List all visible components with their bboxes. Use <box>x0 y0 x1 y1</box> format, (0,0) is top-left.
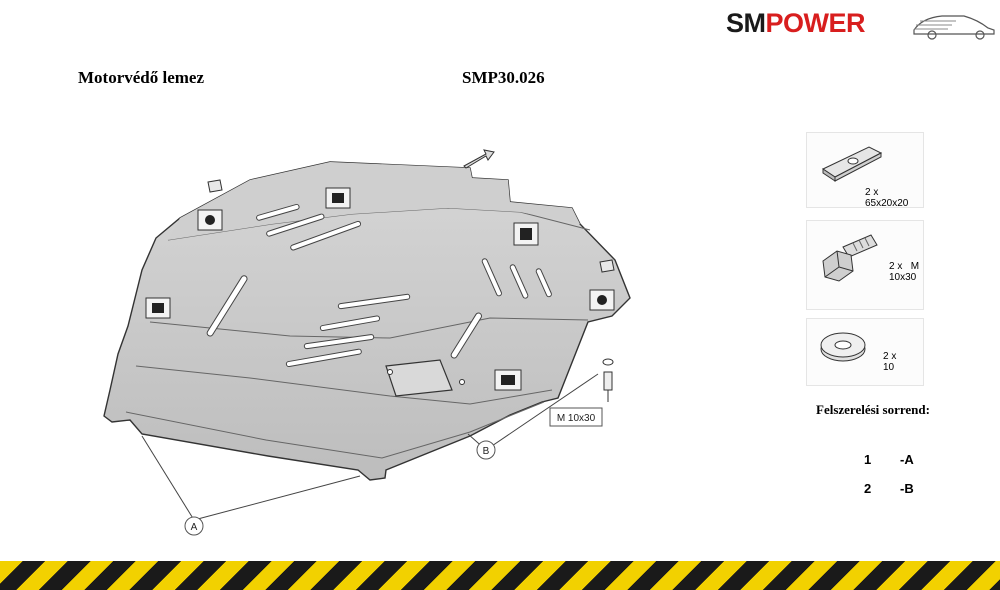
point-b-marker: B <box>476 440 496 460</box>
step-2-number: 2 <box>864 481 872 496</box>
skid-plate-diagram: M 10x30 A B <box>103 149 631 536</box>
step-1-number: 1 <box>864 452 872 467</box>
product-code: SMP30.026 <box>462 68 545 87</box>
brand-name: SMPOWER <box>726 6 866 40</box>
part-plate-nut: 2 x 65x20x20 <box>806 132 924 209</box>
point-a-marker: A <box>184 516 204 536</box>
step-1-point: -A <box>900 452 914 467</box>
washer-icon <box>820 332 866 362</box>
part-spec: 10 <box>883 362 895 373</box>
bolt-icon <box>822 234 878 282</box>
skid-plate <box>103 161 631 481</box>
car-silhouette-icon <box>913 15 995 40</box>
bolt-callout: M 10x30 <box>549 407 603 427</box>
step-2-point: -B <box>900 481 914 496</box>
hazard-stripe <box>0 561 1000 590</box>
brand-power: POWER <box>765 8 866 38</box>
part-washer: 2 x 10 <box>806 318 924 386</box>
plate-nut-icon <box>821 146 883 182</box>
mounting-points <box>145 179 615 391</box>
part-bolt: 2 x M 10x30 <box>806 220 924 310</box>
point-a-label: A <box>191 522 198 533</box>
bolt-callout-label: M 10x30 <box>557 413 596 424</box>
smpower-logo: SMPOWER <box>726 6 996 44</box>
part-qty: 2 x <box>883 351 897 362</box>
product-title: Motorvédő lemez <box>78 68 205 87</box>
part-spec: 65x20x20 <box>865 198 909 209</box>
brand-sm: SM <box>726 8 766 38</box>
installation-title: Felszerelési sorrend: <box>816 402 930 417</box>
part-spec: M 10x30 <box>889 261 920 283</box>
part-qty: 2 x <box>865 187 879 198</box>
bolt-assembly <box>602 358 614 402</box>
point-b-label: B <box>483 446 490 457</box>
part-qty: 2 x <box>889 261 903 272</box>
direction-arrow-icon <box>463 149 495 169</box>
